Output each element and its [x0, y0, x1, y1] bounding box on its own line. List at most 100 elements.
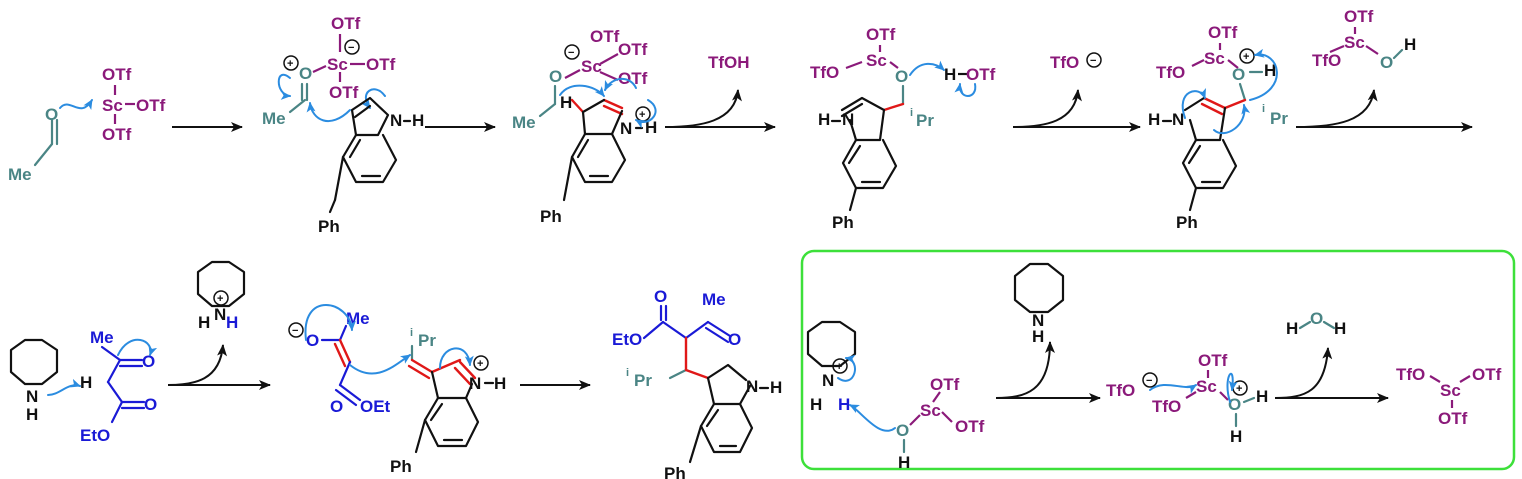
byproduct-arrow: [1295, 89, 1378, 128]
atom-h: H: [645, 118, 657, 137]
tfo-label: TfO: [1152, 397, 1181, 416]
tfo-label: TfO: [1396, 365, 1425, 384]
svg-text:−: −: [1146, 375, 1152, 387]
otf-label: OTf: [1208, 23, 1238, 42]
atom-h: H: [198, 313, 210, 332]
sc-label: Sc: [1344, 33, 1365, 52]
otf-label: OTf: [1472, 365, 1502, 384]
group-ph: Ph: [1176, 213, 1198, 232]
atom-o: O: [306, 331, 319, 350]
group-eto: EtO: [612, 330, 642, 349]
otf-label: OTf: [1198, 351, 1228, 370]
atom-h: H: [1032, 327, 1044, 346]
atom-h: H: [944, 65, 956, 84]
atom-h: H: [494, 374, 506, 393]
otf-label: OTf: [366, 55, 396, 74]
atom-o: O: [45, 105, 58, 124]
sc-label: Sc: [581, 57, 602, 76]
atom-o: O: [299, 64, 312, 83]
svg-text:i: i: [410, 327, 413, 339]
atom-h: H: [1148, 110, 1160, 129]
svg-text:i: i: [626, 367, 629, 379]
tfo-label: TfO: [810, 63, 839, 82]
atom-n: N: [842, 110, 854, 129]
otf-label: OTf: [930, 375, 960, 394]
otf-label: OTf: [955, 417, 985, 436]
svg-text:+: +: [639, 109, 645, 121]
group-me: Me: [512, 113, 536, 132]
atom-h: H: [226, 313, 238, 332]
group-me: Me: [702, 290, 726, 309]
otf-label: OTf: [329, 83, 359, 102]
tfo-label: TfO: [1106, 381, 1135, 400]
activated-aldehyde: + O Sc OTf − OTf OTf Me: [262, 14, 396, 128]
otf-label: OTf: [1344, 7, 1374, 26]
atom-o: O: [728, 330, 741, 349]
electron-arrow: [59, 99, 93, 111]
group-me: Me: [262, 109, 286, 128]
group-me: Me: [8, 165, 32, 184]
sc-hydroxide-byproduct: OTf Sc TfO O H: [1312, 7, 1416, 72]
scandium-triflate: OTf Sc OTf OTf: [102, 65, 166, 144]
svg-text:−: −: [1090, 55, 1096, 67]
group-ipr: Pr: [916, 111, 934, 130]
otf-label: OTf: [618, 69, 648, 88]
atom-n: N: [390, 111, 402, 130]
piperidine-released: N H: [1013, 262, 1065, 346]
svg-text:i: i: [910, 107, 913, 119]
atom-n: N: [214, 305, 226, 324]
byproduct-arrow: [167, 344, 228, 386]
otf-label: OTf: [102, 125, 132, 144]
svg-text:+: +: [1236, 383, 1242, 395]
sc-label: Sc: [1440, 381, 1461, 400]
atom-n: N: [1172, 110, 1184, 129]
sc-label: Sc: [1204, 49, 1225, 68]
otf-label: OTf: [590, 27, 620, 46]
group-eto: EtO: [80, 426, 110, 445]
svg-text:−: −: [568, 47, 574, 59]
svg-text:+: +: [836, 361, 842, 373]
protonated-sc-species: TfO − OTf Sc TfO O + H H: [1106, 351, 1268, 446]
catalyst-regeneration-box: [800, 249, 1516, 471]
scandium-ether-intermediate: OTf Sc TfO O Pr i H N Ph: [810, 25, 934, 232]
atom-h: H: [818, 110, 830, 129]
otf-label: OTf: [102, 65, 132, 84]
atom-o: O: [1232, 65, 1245, 84]
atom-h: H: [898, 453, 910, 472]
indoleninium-intermediate: OTf − Sc OTf OTf O Me H N + H Ph: [512, 27, 657, 226]
atom-n: N: [469, 374, 481, 393]
svg-text:+: +: [1243, 51, 1249, 63]
atom-o: O: [896, 421, 909, 440]
otf-label: OTf: [866, 25, 896, 44]
group-oet: OEt: [360, 397, 391, 416]
svg-text:+: +: [477, 358, 483, 370]
group-ph: Ph: [664, 464, 686, 479]
tfo-label: TfO: [1156, 63, 1185, 82]
otf-label: OTf: [331, 14, 361, 33]
sc-label: Sc: [866, 51, 887, 70]
atom-h: H: [1230, 427, 1242, 446]
atom-n: N: [746, 377, 758, 396]
atom-h: H: [1334, 319, 1346, 338]
atom-h: H: [838, 395, 850, 414]
sc-label: Sc: [920, 401, 941, 420]
svg-text:+: +: [217, 293, 223, 305]
byproduct-arrow: [664, 89, 742, 128]
atom-h: H: [1264, 61, 1276, 80]
atom-h: H: [26, 405, 38, 424]
indole-phenyl: N H Ph: [318, 96, 424, 236]
atom-h: H: [1286, 319, 1298, 338]
enolate: − O Me O OEt: [288, 309, 391, 416]
svg-text:−: −: [292, 325, 298, 337]
azafulvenium: Pr i N + H Ph: [390, 327, 506, 476]
svg-text:i: i: [1262, 103, 1265, 115]
tfo-label: TfO: [1050, 53, 1079, 72]
piperidine: N H: [9, 338, 59, 424]
piperidinium-box: N + H H: [806, 320, 857, 414]
otf-label: OTf: [966, 65, 996, 84]
group-ipr: Pr: [1270, 109, 1288, 128]
atom-h: H: [1404, 35, 1416, 54]
atom-h: H: [770, 378, 782, 397]
atom-o: O: [1310, 309, 1323, 328]
